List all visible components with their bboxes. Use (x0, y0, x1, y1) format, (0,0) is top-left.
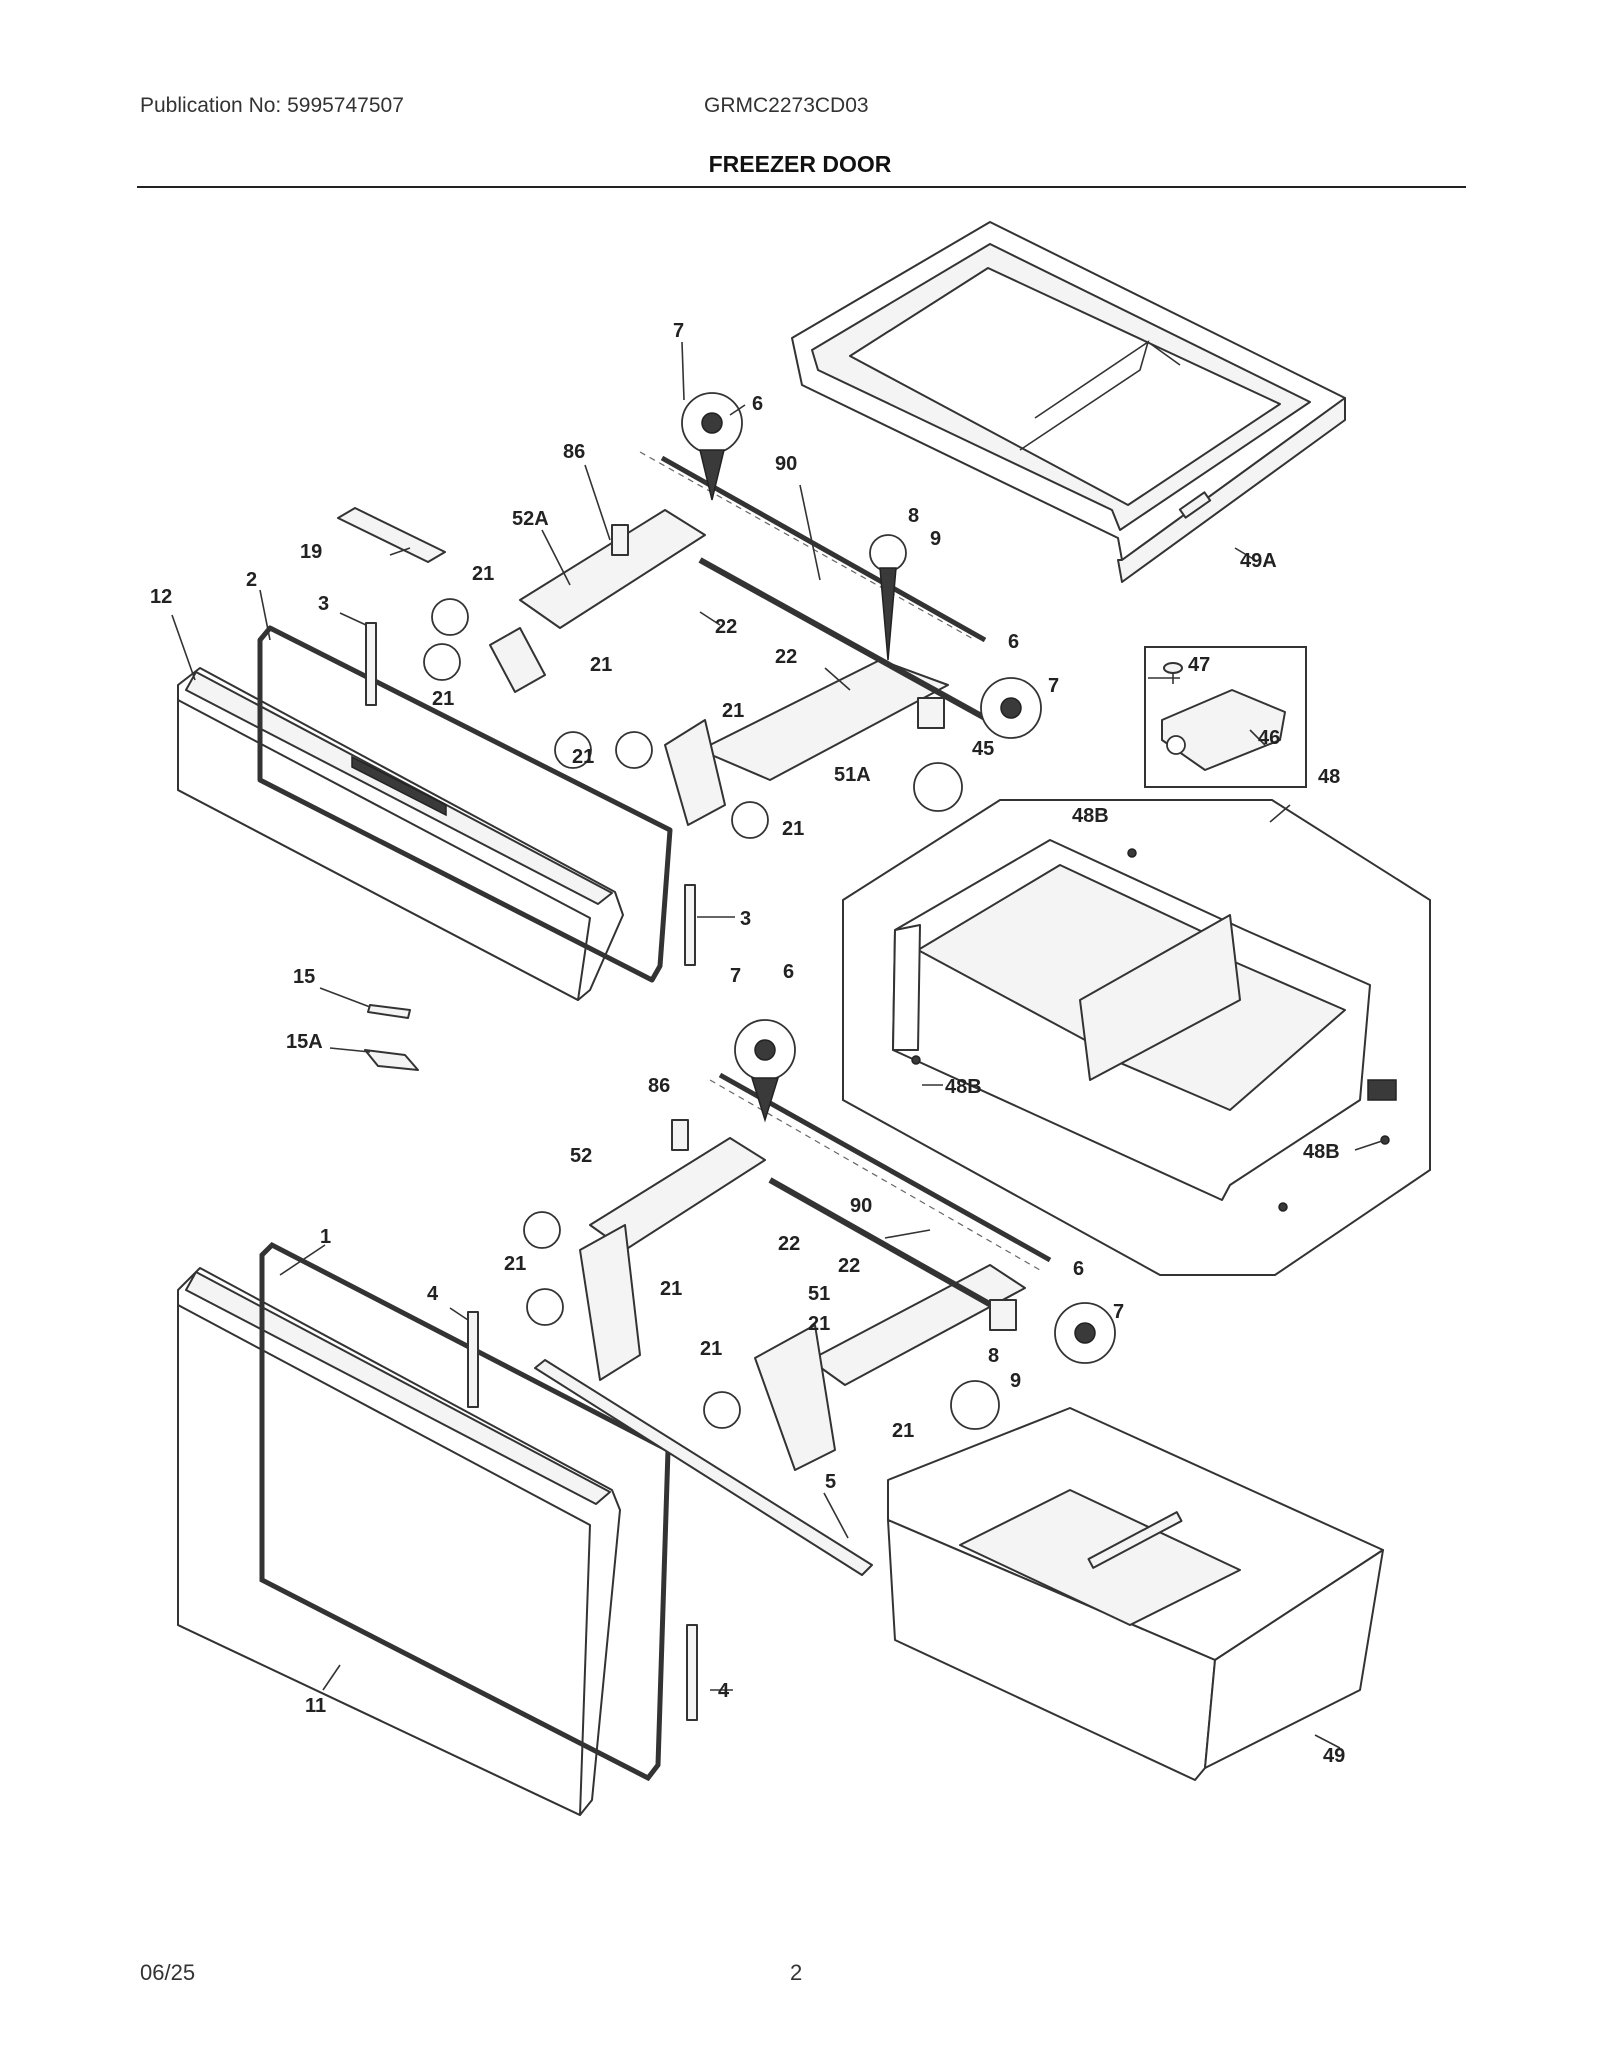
lower-basket-49 (887, 1407, 1384, 1781)
callout-1: 1 (320, 1226, 331, 1248)
callout-21-k: 21 (892, 1420, 914, 1442)
clip-15A (364, 1049, 419, 1071)
callout-11: 11 (305, 1695, 326, 1717)
callout-21-d: 21 (722, 700, 744, 722)
callout-9-top: 9 (930, 528, 941, 550)
callout-45: 45 (972, 738, 994, 760)
leader-lines (171, 341, 1386, 1749)
screw-47 (1163, 662, 1183, 684)
rail-assembly-upper (489, 455, 987, 826)
gear-6-top-icon (701, 412, 723, 434)
publication-number: Publication No: 5995747507 (140, 94, 404, 117)
callout-48B-left: 48B (945, 1076, 982, 1098)
callout-6-top: 6 (752, 393, 763, 415)
upper-door-panel-12 (177, 667, 624, 1001)
control-panel-19 (337, 507, 446, 563)
callout-2: 2 (246, 569, 257, 591)
callout-51A: 51A (834, 764, 871, 786)
callout-48: 48 (1318, 766, 1340, 788)
callout-21-a: 21 (472, 563, 494, 585)
callout-21-f: 21 (782, 818, 804, 840)
callout-22-d: 22 (838, 1255, 860, 1277)
callout-7-top: 7 (673, 320, 684, 342)
cover-46 (1161, 689, 1286, 771)
callout-8-low: 8 (988, 1345, 999, 1367)
callout-6-lower: 6 (1073, 1258, 1084, 1280)
callout-4-low: 4 (718, 1680, 730, 1702)
callout-5: 5 (825, 1471, 836, 1493)
guide-line-90-top (639, 451, 976, 641)
callout-52: 52 (570, 1145, 592, 1167)
callout-86-mid: 86 (648, 1075, 670, 1097)
callout-3-top: 3 (318, 593, 329, 615)
callout-6-right: 6 (1008, 631, 1019, 653)
gasket-2 (257, 625, 673, 983)
callout-21-g: 21 (504, 1253, 526, 1275)
callout-51: 51 (808, 1283, 830, 1305)
trim-4-top (467, 1311, 479, 1408)
callout-46: 46 (1258, 727, 1280, 749)
screw-48B-top (1127, 848, 1137, 858)
callout-15A: 15A (286, 1031, 323, 1053)
callout-21-j: 21 (700, 1338, 722, 1360)
callout-4-top: 4 (427, 1283, 439, 1305)
callout-48B-top: 48B (1072, 805, 1109, 827)
drawer-48-detail-frame (842, 799, 1431, 1276)
trim-3-mid (684, 884, 696, 966)
freezer-drawer-48 (892, 839, 1397, 1201)
callout-47: 47 (1188, 654, 1210, 676)
callout-3-mid: 3 (740, 908, 751, 930)
callout-49: 49 (1323, 1745, 1345, 1767)
callout-21-i: 21 (808, 1313, 830, 1335)
gear-6-lower-icon (1074, 1322, 1096, 1344)
cover-46-detail-box (1144, 646, 1307, 788)
callout-15: 15 (293, 966, 315, 988)
page-title: FREEZER DOOR (708, 151, 892, 177)
callout-21-b: 21 (590, 654, 612, 676)
callout-86-top: 86 (563, 441, 585, 463)
screw-48B-bottom (1278, 1202, 1288, 1212)
callout-8-top: 8 (908, 505, 919, 527)
header-divider (137, 186, 1466, 188)
callout-90-top: 90 (775, 453, 797, 475)
callout-7-right: 7 (1048, 675, 1059, 697)
callout-12: 12 (150, 586, 172, 608)
callout-21-e: 21 (572, 746, 594, 768)
gear-6-right-icon (1000, 697, 1022, 719)
callout-6-mid: 6 (783, 961, 794, 983)
gear-6-mid-icon (754, 1039, 776, 1061)
callout-48B-right: 48B (1303, 1141, 1340, 1163)
footer-date: 06/25 (140, 1960, 196, 1985)
callout-22-b: 22 (775, 646, 797, 668)
gasket-1 (259, 1241, 671, 1782)
lower-door-panel-11 (177, 1267, 621, 1816)
detail-circles (423, 392, 1116, 1430)
clip-15 (367, 1004, 411, 1019)
callout-7-mid: 7 (730, 965, 741, 987)
callout-52A: 52A (512, 508, 549, 530)
callout-49A: 49A (1240, 550, 1277, 572)
rail-assembly-lower (579, 1072, 1052, 1471)
bar-5 (534, 1359, 873, 1576)
upper-basket-49A (791, 221, 1346, 583)
callout-22-a: 22 (715, 616, 737, 638)
screw-48B-left (911, 1055, 921, 1065)
callout-90-mid: 90 (850, 1195, 872, 1217)
trim-3-top (365, 622, 377, 706)
callout-19: 19 (300, 541, 322, 563)
guide-line-90-mid (709, 1079, 1041, 1271)
callout-21-c: 21 (432, 688, 454, 710)
model-number: GRMC2273CD03 (704, 94, 869, 117)
trim-4-low (686, 1624, 698, 1721)
page-number: 2 (790, 1960, 803, 1985)
callout-9-low: 9 (1010, 1370, 1021, 1392)
callout-22-c: 22 (778, 1233, 800, 1255)
callout-7-lower: 7 (1113, 1301, 1124, 1323)
callout-21-h: 21 (660, 1278, 682, 1300)
